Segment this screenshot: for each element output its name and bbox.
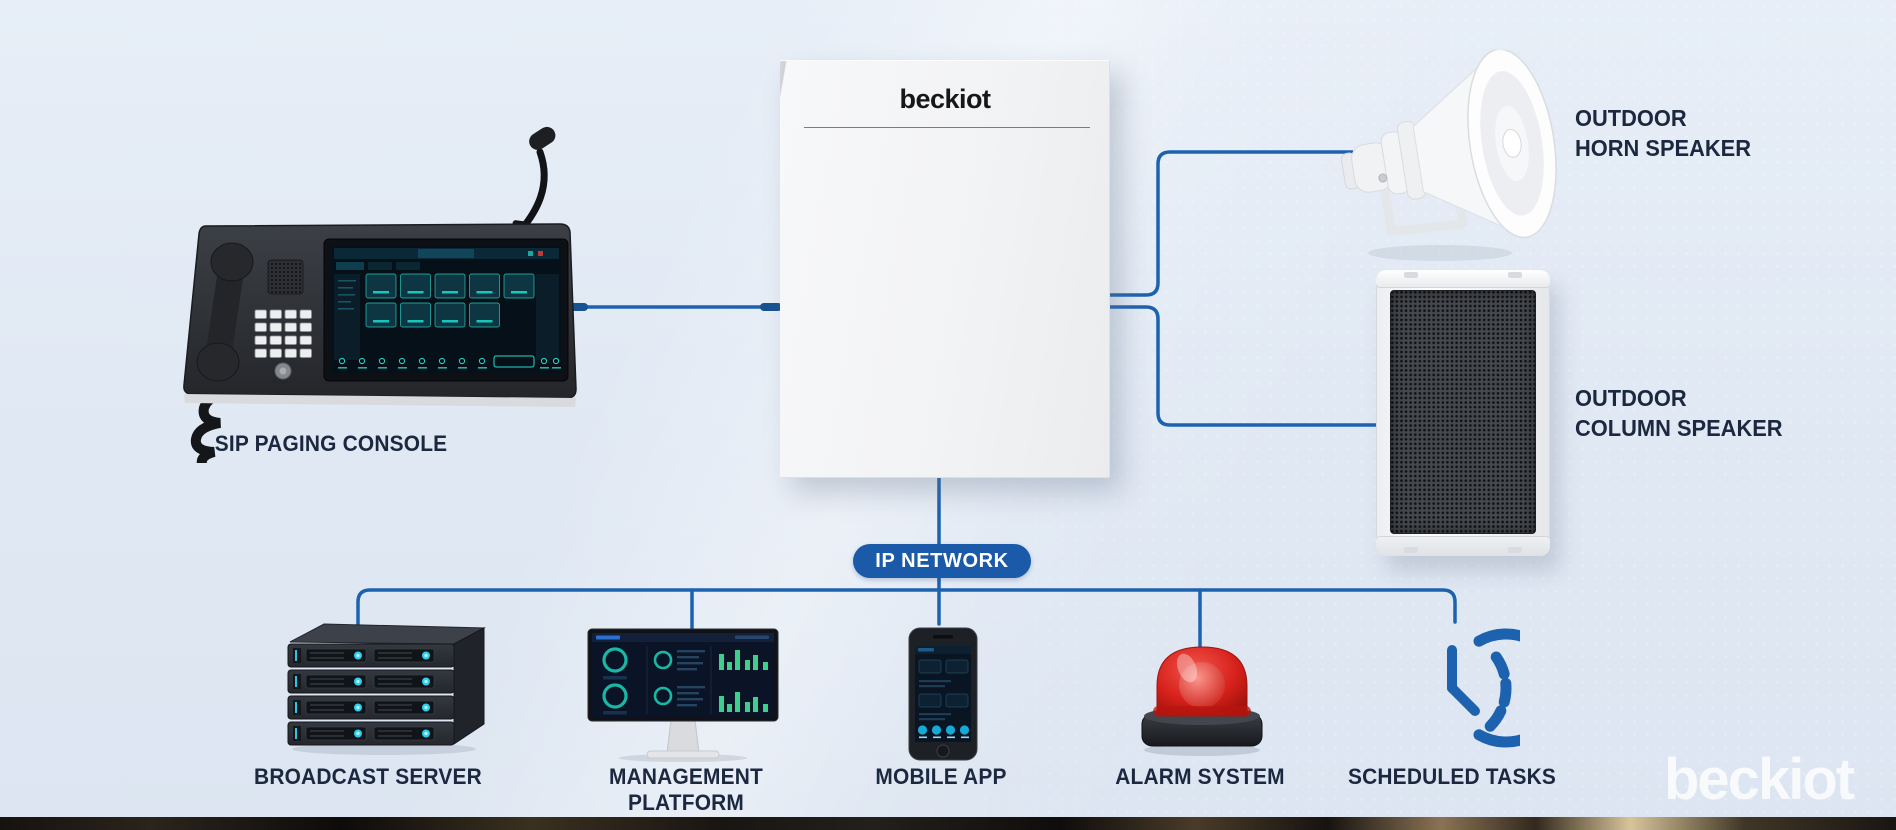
label-outdoor-column-speaker: OUTDOOR COLUMN SPEAKER (1575, 383, 1783, 443)
column-speaker-bottom-cap (1376, 536, 1550, 556)
horn-speaker-icon (1340, 50, 1557, 261)
label-line: HORN SPEAKER (1575, 135, 1752, 161)
network-bus-line (356, 588, 1457, 628)
smartphone-icon (908, 627, 978, 761)
label-broadcast-server: BROADCAST SERVER (254, 764, 482, 789)
network-hub-unit: beckiot (780, 60, 1110, 478)
hub-brand-logo: beckiot (899, 84, 991, 114)
label-scheduled-tasks: SCHEDULED TASKS (1347, 764, 1556, 789)
column-speaker-icon (1376, 270, 1550, 556)
column-speaker-top-cap (1376, 270, 1550, 288)
bottom-notch (1404, 547, 1418, 553)
line-hub-to-column-speaker (1108, 305, 1382, 427)
label-alarm-system: ALARM SYSTEM (1115, 764, 1285, 789)
paging-console-icon (183, 126, 577, 463)
bottom-notch (1508, 547, 1522, 553)
label-line: OUTDOOR (1575, 385, 1687, 411)
label-sip-paging-console: SIP PAGING CONSOLE (214, 431, 448, 456)
label-outdoor-horn-speaker: OUTDOOR HORN SPEAKER (1575, 103, 1751, 163)
top-notch (1404, 272, 1418, 278)
bottom-image-strip (0, 817, 1896, 830)
label-mobile-app: MOBILE APP (875, 764, 1007, 789)
brand-watermark: beckiot (1664, 747, 1855, 812)
server-rack-icon (287, 623, 486, 755)
clock-icon (1447, 628, 1520, 748)
label-management-platform: MANAGEMENT PLATFORM (608, 764, 763, 815)
label-line: COLUMN SPEAKER (1575, 415, 1783, 441)
line-hub-to-horn-speaker (1108, 150, 1354, 297)
ip-network-label: IP NETWORK (875, 549, 1009, 572)
monitor-dashboard-icon (587, 628, 779, 762)
hub-divider-line (804, 127, 1090, 128)
alarm-beacon-icon (1141, 646, 1263, 756)
ip-network-badge: IP NETWORK (853, 544, 1031, 578)
label-line: OUTDOOR (1575, 105, 1687, 131)
top-notch (1508, 272, 1522, 278)
column-speaker-grille (1390, 290, 1536, 534)
